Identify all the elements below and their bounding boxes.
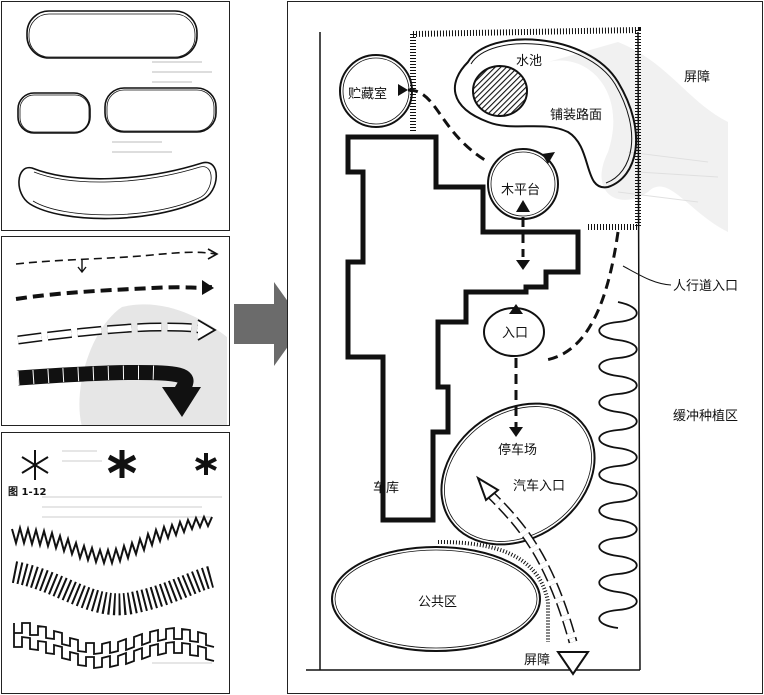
curved-bubble <box>18 161 217 220</box>
site-plan-drawing: 水池 贮藏室 铺装路面 屏障 木平台 人行道入口 入口 缓冲种植区 停车场 汽车… <box>306 26 738 676</box>
buffer-planting <box>598 301 638 629</box>
label-screen-bottom: 屏障 <box>524 653 550 668</box>
transition-arrow-icon <box>234 282 304 366</box>
parking-hedge <box>437 540 550 642</box>
bubble-shapes-panel <box>1 1 230 231</box>
castellated-wall <box>13 622 215 670</box>
thin-dashed-arrow <box>15 251 217 265</box>
site-plan-panel: 水池 贮藏室 铺装路面 屏障 木平台 人行道入口 入口 缓冲种植区 停车场 汽车… <box>287 1 763 694</box>
planting-symbols-panel: 图 1-12 <box>1 432 230 694</box>
small-bubble <box>17 92 91 134</box>
label-buffer-planting: 缓冲种植区 <box>673 409 738 424</box>
label-wood-deck: 木平台 <box>501 183 540 198</box>
label-sidewalk-entrance: 人行道入口 <box>673 279 738 294</box>
parking-area <box>440 402 596 546</box>
zigzag-hedge <box>11 514 213 567</box>
label-garage: 车库 <box>373 480 399 496</box>
public-area <box>331 546 541 652</box>
paved-path-loop <box>453 38 638 189</box>
label-entrance: 入口 <box>502 326 528 341</box>
label-screen-top: 屏障 <box>684 70 710 85</box>
label-water-pool: 水池 <box>516 54 542 69</box>
medium-bubble <box>104 87 217 133</box>
striped-hedge <box>11 561 217 616</box>
bold-band-arrow <box>17 364 194 397</box>
figure-label: 图 1-12 <box>8 486 47 498</box>
shrub-symbol-outline <box>21 450 49 480</box>
water-pool <box>472 65 528 117</box>
site-boundary <box>306 31 641 671</box>
shrub-symbol-bold <box>107 450 137 478</box>
label-storage-room: 贮藏室 <box>348 86 387 102</box>
long-bubble <box>26 10 198 59</box>
path-sidewalk-to-entrance <box>545 231 620 362</box>
path-storage-to-deck <box>407 88 489 164</box>
label-car-entrance: 汽车入口 <box>513 478 565 494</box>
building-outline <box>345 134 581 523</box>
shrub-symbol-small <box>195 453 217 475</box>
thick-dashed-arrow <box>15 285 213 301</box>
screen-hedge-top <box>410 26 641 230</box>
arrow-symbols-panel <box>1 236 230 426</box>
planting-symbols-drawing: 图 1-12 <box>8 450 222 670</box>
arrow-symbols-drawing <box>15 248 227 425</box>
label-paved-path: 铺装路面 <box>550 107 602 123</box>
sidewalk-entrance-leader <box>622 265 672 286</box>
label-public-area: 公共区 <box>418 595 457 610</box>
label-parking: 停车场 <box>498 442 537 458</box>
bubble-shapes-drawing <box>17 10 217 220</box>
